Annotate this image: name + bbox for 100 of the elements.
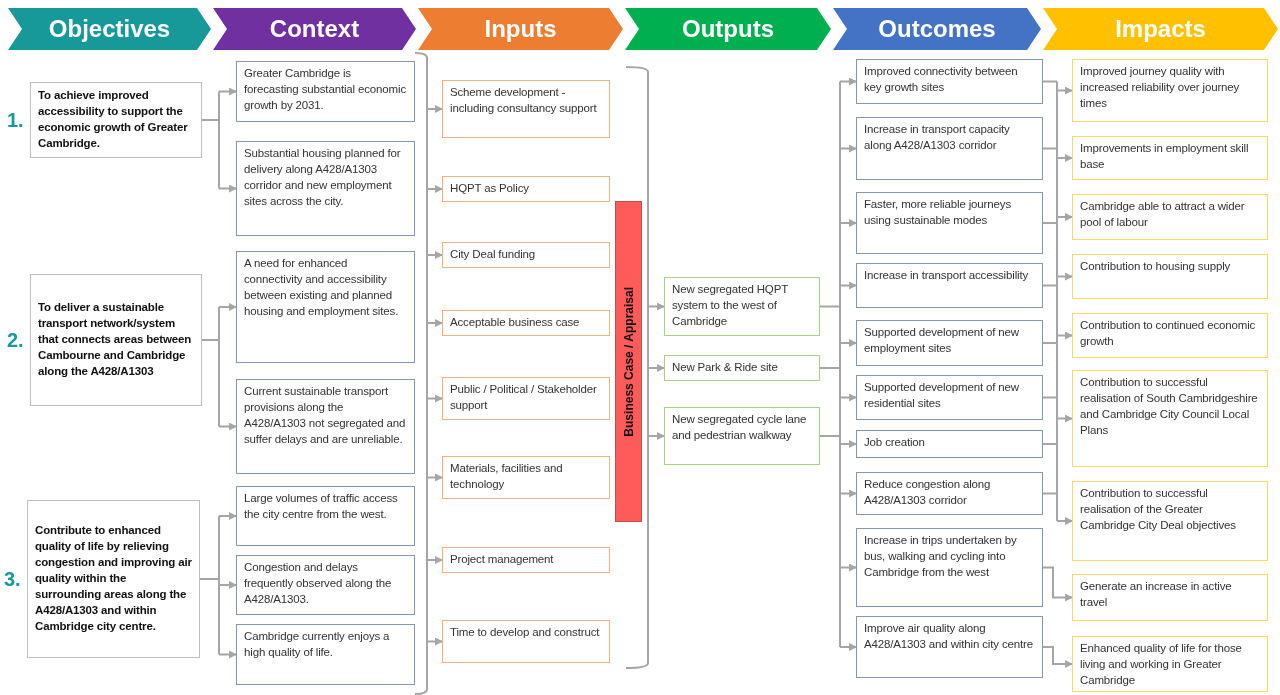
connector-arrow bbox=[218, 581, 237, 589]
outcome-box bbox=[856, 59, 1043, 104]
input-box bbox=[442, 377, 610, 420]
box-text: Cambridge able to attract a wider pool of labour bbox=[1080, 199, 1246, 230]
impact-box bbox=[1072, 254, 1268, 299]
connector-arrow bbox=[1056, 154, 1073, 162]
context-box bbox=[236, 624, 415, 685]
connector-arrow bbox=[1056, 86, 1073, 95]
box-text: Contribution to housing supply bbox=[1080, 259, 1231, 274]
box-text: Contribution to continued economic growth bbox=[1080, 318, 1257, 349]
box-text: Improved connectivity between key growth sites bbox=[864, 64, 1019, 95]
outcome-box bbox=[856, 472, 1043, 515]
connector-arrow bbox=[839, 77, 857, 86]
box-text: Materials, facilities and technology bbox=[450, 461, 564, 492]
input-box bbox=[442, 80, 610, 138]
connector-arrow bbox=[218, 303, 237, 311]
connector-line bbox=[1042, 342, 1058, 344]
box-text: Project management bbox=[450, 552, 554, 567]
connector-line bbox=[1042, 396, 1058, 399]
connector-arrow bbox=[839, 339, 857, 347]
box-text: Current sustainable transport provisions along the A428/A1303 not segregated and suffer delays and are unreliable. bbox=[244, 384, 407, 447]
connector-line bbox=[1042, 284, 1058, 287]
input-box bbox=[442, 176, 610, 202]
connector-arrow bbox=[648, 432, 665, 440]
box-text: Improve air quality along A428/A1303 and within city centre bbox=[864, 621, 1034, 652]
outcome-box bbox=[856, 430, 1043, 458]
context-box bbox=[236, 141, 415, 236]
output-box bbox=[664, 355, 820, 381]
box-text: New segregated cycle lane and pedestrian walkway bbox=[672, 412, 808, 443]
connector-arrow bbox=[839, 219, 857, 227]
connector-arrow bbox=[427, 185, 443, 193]
box-text: Increase in transport accessibility bbox=[864, 268, 1029, 283]
box-text: Faster, more reliable journeys using sustainable modes bbox=[864, 197, 1012, 228]
box-text: Reduce congestion along A428/A1303 corridor bbox=[864, 477, 992, 508]
stage-header-banner: Outcomes bbox=[833, 8, 1041, 50]
stage-header-banner: Inputs bbox=[418, 8, 623, 50]
connector-arrow bbox=[839, 489, 857, 498]
impact-box bbox=[1072, 194, 1268, 240]
box-text: Improved journey quality with increased reliability over journey times bbox=[1080, 64, 1241, 111]
connector-line bbox=[218, 515, 220, 656]
connector-line bbox=[1042, 443, 1058, 445]
connector-line bbox=[819, 367, 841, 369]
box-text: Scheme development - including consultancy support bbox=[450, 85, 598, 116]
objective-number: 2. bbox=[7, 328, 24, 352]
connector-line bbox=[839, 80, 841, 648]
connector-line bbox=[218, 90, 220, 190]
impact-box bbox=[1072, 370, 1268, 467]
box-text: Job creation bbox=[864, 435, 925, 450]
connector-arrow bbox=[427, 473, 443, 482]
stage-header-banner: Context bbox=[213, 8, 416, 50]
connector-arrow bbox=[1042, 566, 1073, 602]
box-text: Contribution to successful realisation of South Cambridgeshire and Cambridge City Council Local Plans bbox=[1080, 375, 1259, 438]
impact-box bbox=[1072, 636, 1268, 692]
impact-box bbox=[1072, 481, 1268, 561]
objective-number: 1. bbox=[7, 108, 24, 132]
box-text: Cambridge currently enjoys a high quality of life. bbox=[244, 629, 391, 660]
connector-line bbox=[819, 435, 841, 437]
box-text: Contribute to enhanced quality of life by relieving congestion and improving air quality within the surrounding areas along the A428/A1303 and within Cambridge city centre. bbox=[35, 523, 192, 634]
connector-arrow bbox=[1056, 213, 1073, 221]
connector-line bbox=[201, 339, 220, 341]
box-text: To achieve improved accessibility to support the economic growth of Greater Cambridge. bbox=[38, 88, 189, 151]
bar-label: Business Case / Appraisal bbox=[621, 286, 636, 437]
box-text: To deliver a sustainable transport network/system that connects areas between Cambourne and Cambridge along the A428/A1303 bbox=[38, 300, 193, 379]
box-text: New segregated HQPT system to the west of Cambridge bbox=[672, 282, 789, 329]
input-box bbox=[442, 310, 610, 336]
connector-line bbox=[1042, 492, 1058, 495]
appraisal-bar bbox=[615, 201, 642, 522]
connector-arrow bbox=[839, 563, 857, 572]
box-text: HQPT as Policy bbox=[450, 181, 529, 196]
box-text: Contribution to successful realisation of the Greater Cambridge City Deal objectives bbox=[1080, 486, 1237, 533]
connector-arrow bbox=[218, 650, 237, 659]
connector-arrow bbox=[218, 184, 237, 193]
box-text: Generate an increase in active travel bbox=[1080, 579, 1233, 610]
connector-arrow bbox=[1042, 646, 1073, 668]
connector-arrow bbox=[839, 393, 857, 402]
input-box bbox=[442, 547, 610, 573]
connector-line bbox=[819, 305, 841, 308]
connector-arrow bbox=[648, 302, 665, 311]
connector-arrow bbox=[839, 281, 857, 290]
output-box bbox=[664, 277, 820, 336]
outcome-box bbox=[856, 192, 1043, 254]
box-text: Congestion and delays frequently observed along the A428/A1303. bbox=[244, 560, 393, 607]
connector-arrow bbox=[839, 643, 857, 651]
connector-arrow bbox=[427, 556, 443, 564]
stage-header-banner: Impacts bbox=[1043, 8, 1278, 50]
bracket bbox=[625, 66, 649, 669]
outcome-box bbox=[856, 263, 1043, 308]
bracket bbox=[414, 52, 428, 695]
context-box bbox=[236, 379, 415, 474]
connector-line bbox=[199, 578, 220, 580]
objective-number: 3. bbox=[4, 567, 21, 591]
box-text: Greater Cambridge is forecasting substantial economic growth by 2031. bbox=[244, 66, 407, 113]
connector-arrow bbox=[1056, 517, 1073, 525]
connector-arrow bbox=[218, 87, 237, 96]
connector-arrow bbox=[427, 319, 443, 327]
box-text: Increase in trips undertaken by bus, walking and cycling into Cambridge from the west bbox=[864, 533, 1018, 580]
connector-arrow bbox=[218, 512, 237, 520]
impact-box bbox=[1072, 136, 1268, 180]
connector-arrow bbox=[839, 144, 857, 153]
connector-arrow bbox=[427, 394, 443, 403]
